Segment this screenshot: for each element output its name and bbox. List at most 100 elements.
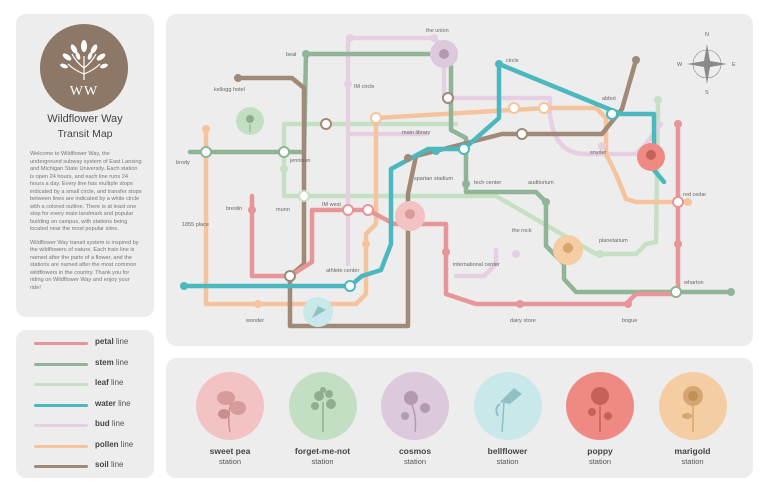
station-circle xyxy=(566,372,634,440)
transfer-stop[interactable] xyxy=(298,190,310,202)
stop[interactable] xyxy=(442,248,450,256)
transfer-stop[interactable] xyxy=(516,128,528,140)
sweet-pea-station-marker[interactable] xyxy=(395,201,425,231)
poppy-station-marker[interactable] xyxy=(637,143,665,171)
legend-item-leaf[interactable]: leaf line xyxy=(34,377,142,391)
legend-line-name: stem xyxy=(95,357,114,367)
transfer-stop[interactable] xyxy=(342,204,354,216)
label-spartan-stadium: spartan stadium xyxy=(414,176,454,182)
stop[interactable] xyxy=(596,250,604,258)
stop[interactable] xyxy=(254,300,262,308)
stop[interactable] xyxy=(180,282,188,290)
legend-item-water[interactable]: water line xyxy=(34,398,142,412)
marigold-icon xyxy=(681,386,703,432)
label-snyder: snyder xyxy=(590,150,607,156)
stop[interactable] xyxy=(674,240,682,248)
transfer-stop[interactable] xyxy=(672,196,684,208)
stop[interactable] xyxy=(234,74,242,82)
stop[interactable] xyxy=(727,288,735,296)
stop[interactable] xyxy=(542,198,550,206)
stop[interactable] xyxy=(346,34,354,42)
label-im-west: IM west xyxy=(322,202,341,208)
stop[interactable] xyxy=(248,206,256,214)
transfer-stop[interactable] xyxy=(278,146,290,158)
legend-line-suffix: line xyxy=(115,357,129,367)
stop[interactable] xyxy=(516,300,524,308)
station-circle xyxy=(473,372,542,440)
stop[interactable] xyxy=(362,240,370,248)
info-subtitle: Transit Map xyxy=(57,128,113,140)
stop[interactable] xyxy=(302,50,310,58)
transfer-stop[interactable] xyxy=(458,143,470,155)
legend-swatch xyxy=(34,424,88,427)
legend-line-name: bud xyxy=(95,419,110,428)
legend-line-name: pollen xyxy=(95,439,119,449)
transfer-stop[interactable] xyxy=(538,102,550,114)
logo-text: WW xyxy=(69,84,99,99)
compass-w: W xyxy=(677,62,683,68)
stop[interactable] xyxy=(632,56,640,64)
transfer-stop[interactable] xyxy=(344,280,356,292)
station-subtitle: station xyxy=(496,457,519,466)
stop[interactable] xyxy=(430,34,438,42)
info-paragraph: Welcome to Wildflower Way, the undergrou… xyxy=(30,151,142,232)
stop[interactable] xyxy=(495,60,503,68)
leaf-line xyxy=(281,101,661,257)
stop[interactable] xyxy=(654,96,662,104)
label-1855-place: 1855 place xyxy=(182,222,209,228)
station-circle xyxy=(658,372,727,440)
legend-line-name: water xyxy=(95,398,116,408)
station-circle xyxy=(288,372,357,440)
marigold-station-marker[interactable] xyxy=(553,235,583,265)
stop[interactable] xyxy=(674,120,682,128)
transfer-stop[interactable] xyxy=(606,108,618,120)
forget-me-not-station-marker[interactable] xyxy=(236,107,264,135)
legend-item-pollen[interactable]: pollen line xyxy=(34,439,142,453)
stop[interactable] xyxy=(684,198,692,206)
label-brody: brody xyxy=(176,160,190,166)
transit-map: N S W E the union beal circle IM circle … xyxy=(176,28,736,329)
legend-item-petal[interactable]: petal line xyxy=(34,336,142,350)
legend-item-bud[interactable]: bud line xyxy=(34,418,142,432)
transfer-stop[interactable] xyxy=(200,146,212,158)
label-the-union: the union xyxy=(426,28,449,34)
transfer-stop[interactable] xyxy=(320,118,332,130)
compass-s: S xyxy=(705,90,709,96)
legend-item-stem[interactable]: stem line xyxy=(34,357,142,371)
stop[interactable] xyxy=(624,300,632,308)
stop[interactable] xyxy=(432,147,440,155)
stop[interactable] xyxy=(404,154,412,162)
stop[interactable] xyxy=(280,165,288,173)
legend-line-name: petal xyxy=(95,337,114,346)
stop[interactable] xyxy=(462,180,470,188)
stop[interactable] xyxy=(598,142,606,150)
soil-line xyxy=(235,57,639,329)
stop[interactable] xyxy=(344,80,352,88)
forget-me-not-icon xyxy=(310,387,336,432)
map-labels: the union beal circle IM circle kellogg … xyxy=(176,28,706,324)
transfer-stop[interactable] xyxy=(370,112,382,124)
stop[interactable] xyxy=(202,125,210,133)
transfer-stop[interactable] xyxy=(362,204,374,216)
stops xyxy=(180,34,735,308)
station-name: forget-me-not xyxy=(294,446,351,456)
station-subtitle: station xyxy=(588,457,612,466)
transfer-stop[interactable] xyxy=(442,92,454,104)
compass-n: N xyxy=(705,32,709,38)
legend-line-name: leaf xyxy=(95,378,109,387)
transfer-stop[interactable] xyxy=(670,286,682,298)
label-wonder: wonder xyxy=(245,318,264,324)
cosmos-station-marker[interactable] xyxy=(430,40,458,68)
bellflower-station-marker[interactable] xyxy=(303,297,333,327)
label-tech-center: tech center xyxy=(474,180,501,186)
transfer-stop[interactable] xyxy=(284,270,296,282)
stop[interactable] xyxy=(512,250,520,258)
transfer-stop[interactable] xyxy=(508,102,520,114)
legend-item-soil[interactable]: soil line xyxy=(34,459,142,473)
